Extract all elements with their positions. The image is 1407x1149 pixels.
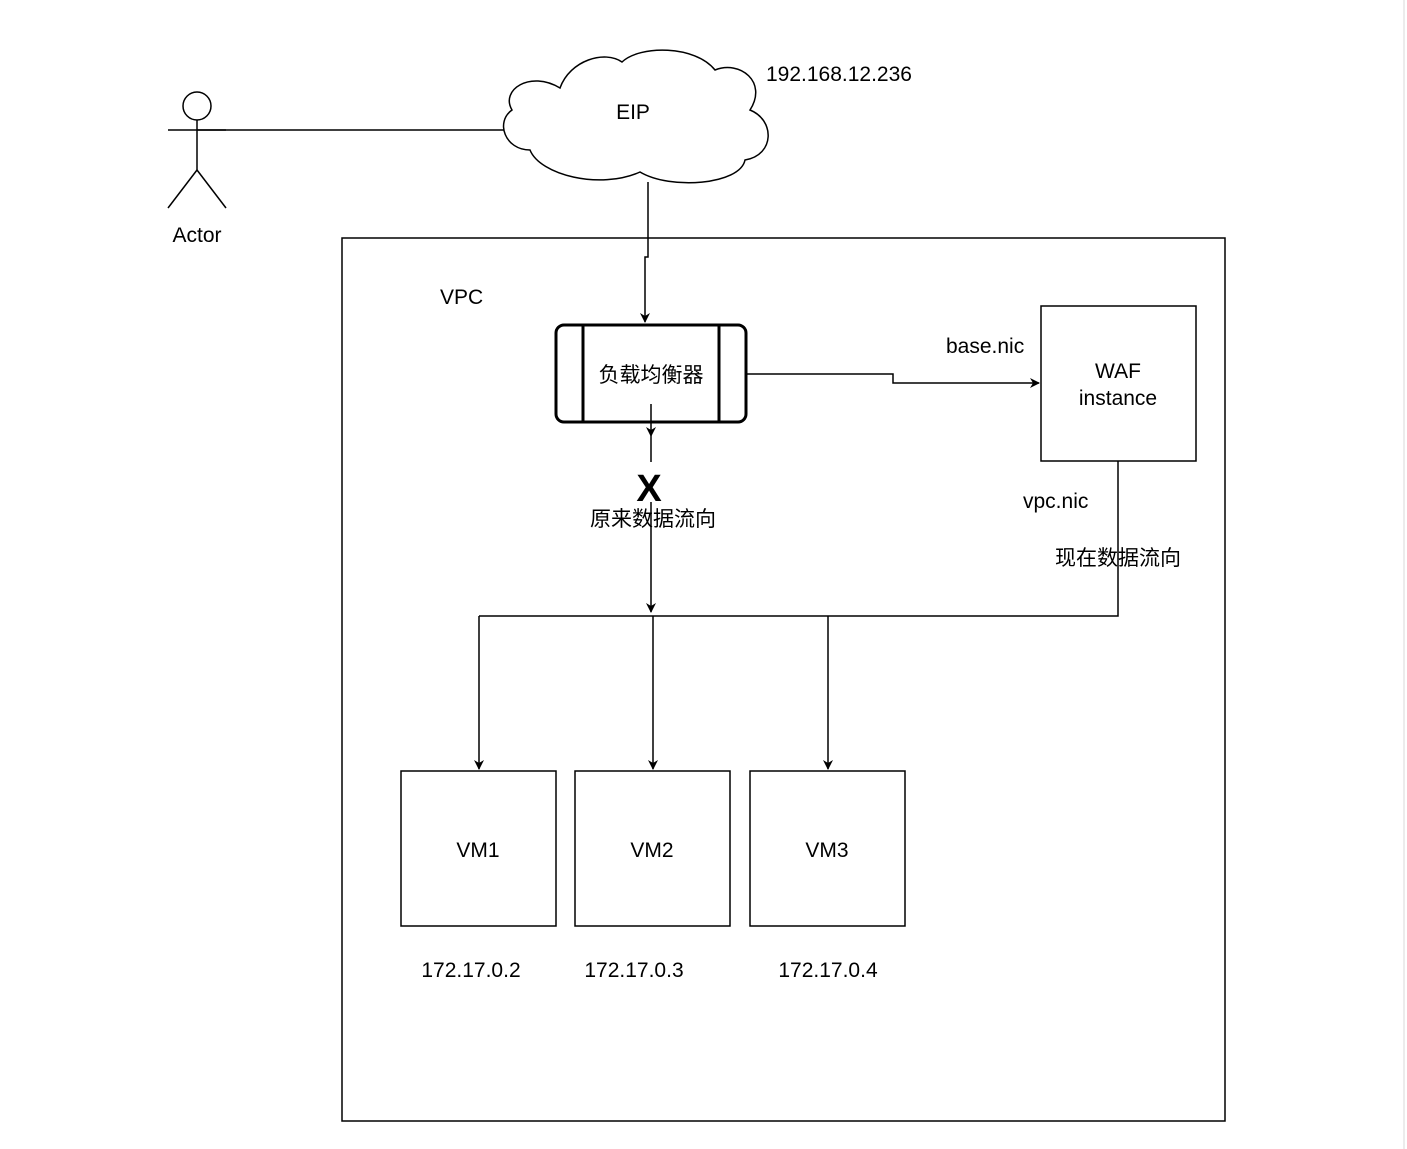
load-balancer-label: 负载均衡器 bbox=[599, 364, 704, 387]
current-flow-label: 现在数据流向 bbox=[1055, 547, 1181, 570]
canvas-edge bbox=[1403, 0, 1405, 1149]
vm2-ip-label: 172.17.0.3 bbox=[584, 959, 683, 982]
eip-cloud-icon bbox=[502, 49, 769, 184]
eip-label: EIP bbox=[616, 101, 650, 124]
vm1-ip-label: 172.17.0.2 bbox=[421, 959, 520, 982]
vpc-nic-label: vpc.nic bbox=[1023, 490, 1088, 513]
base-nic-label: base.nic bbox=[946, 335, 1024, 358]
vm1-box bbox=[400, 770, 557, 927]
eip-ip-label: 192.168.12.236 bbox=[766, 63, 912, 86]
vm1-label: VM1 bbox=[456, 839, 499, 862]
vm3-box bbox=[749, 770, 906, 927]
waf-label-line2: instance bbox=[1079, 387, 1157, 410]
vm2-box bbox=[574, 770, 731, 927]
original-flow-label: 原来数据流向 bbox=[590, 508, 716, 531]
blocked-x-mark: X bbox=[636, 468, 662, 510]
vm2-label: VM2 bbox=[630, 839, 673, 862]
current-flow-line bbox=[479, 461, 1119, 617]
vm3-label: VM3 bbox=[805, 839, 848, 862]
vpc-label: VPC bbox=[440, 286, 483, 309]
lb-to-waf-arrow bbox=[746, 373, 1040, 388]
actor-label: Actor bbox=[172, 224, 221, 247]
actor-icon bbox=[167, 91, 227, 209]
waf-label-line1: WAF bbox=[1095, 360, 1141, 383]
waf-instance-box bbox=[1040, 305, 1197, 462]
eip-to-lb-arrow bbox=[640, 182, 650, 323]
vpc-container bbox=[341, 237, 1226, 1122]
vm3-ip-label: 172.17.0.4 bbox=[778, 959, 878, 982]
